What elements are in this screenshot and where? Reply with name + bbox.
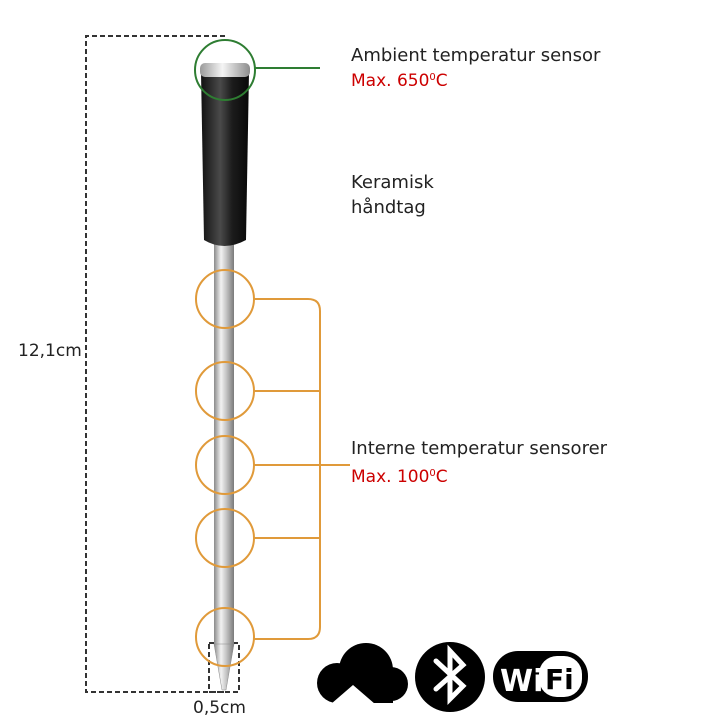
ambient-sensor-cap <box>200 63 250 77</box>
length-dimension-bracket <box>85 35 225 693</box>
ambient-sensor-max: Max. 6500C <box>351 71 448 91</box>
cloud-upload-icon <box>317 643 408 710</box>
internal-sensors-title: Interne temperatur sensorer <box>351 438 608 459</box>
ambient-max-unit: C <box>435 71 448 91</box>
internal-sensors-max: Max. 1000C <box>351 467 448 487</box>
length-label: 12,1cm <box>18 341 82 361</box>
internal-sensor-markers <box>195 269 350 667</box>
internal-sensor-bracket <box>254 298 321 640</box>
svg-text:Wi: Wi <box>500 664 543 699</box>
probe-tip <box>213 643 235 691</box>
internal-sensor-ring-5 <box>195 607 255 667</box>
bluetooth-icon <box>415 642 485 712</box>
diameter-label: 0,5cm <box>193 698 246 718</box>
handle-label-line-1: Keramisk <box>351 172 434 193</box>
ambient-sensor-marker <box>194 39 320 101</box>
handle-label-line-2: håndtag <box>351 197 426 218</box>
internal-max-value: Max. 100 <box>351 467 430 487</box>
ambient-sensor-title: Ambient temperatur sensor <box>351 45 601 66</box>
ambient-max-value: Max. 650 <box>351 71 430 91</box>
wifi-icon: Wi Fi <box>493 651 588 702</box>
internal-max-unit: C <box>435 467 448 487</box>
probe-shaft <box>214 244 234 644</box>
ceramic-handle <box>201 72 249 246</box>
svg-text:Fi: Fi <box>545 663 574 696</box>
probe <box>200 63 250 691</box>
ambient-max-degree: 0 <box>429 72 436 83</box>
internal-max-degree: 0 <box>429 468 436 479</box>
